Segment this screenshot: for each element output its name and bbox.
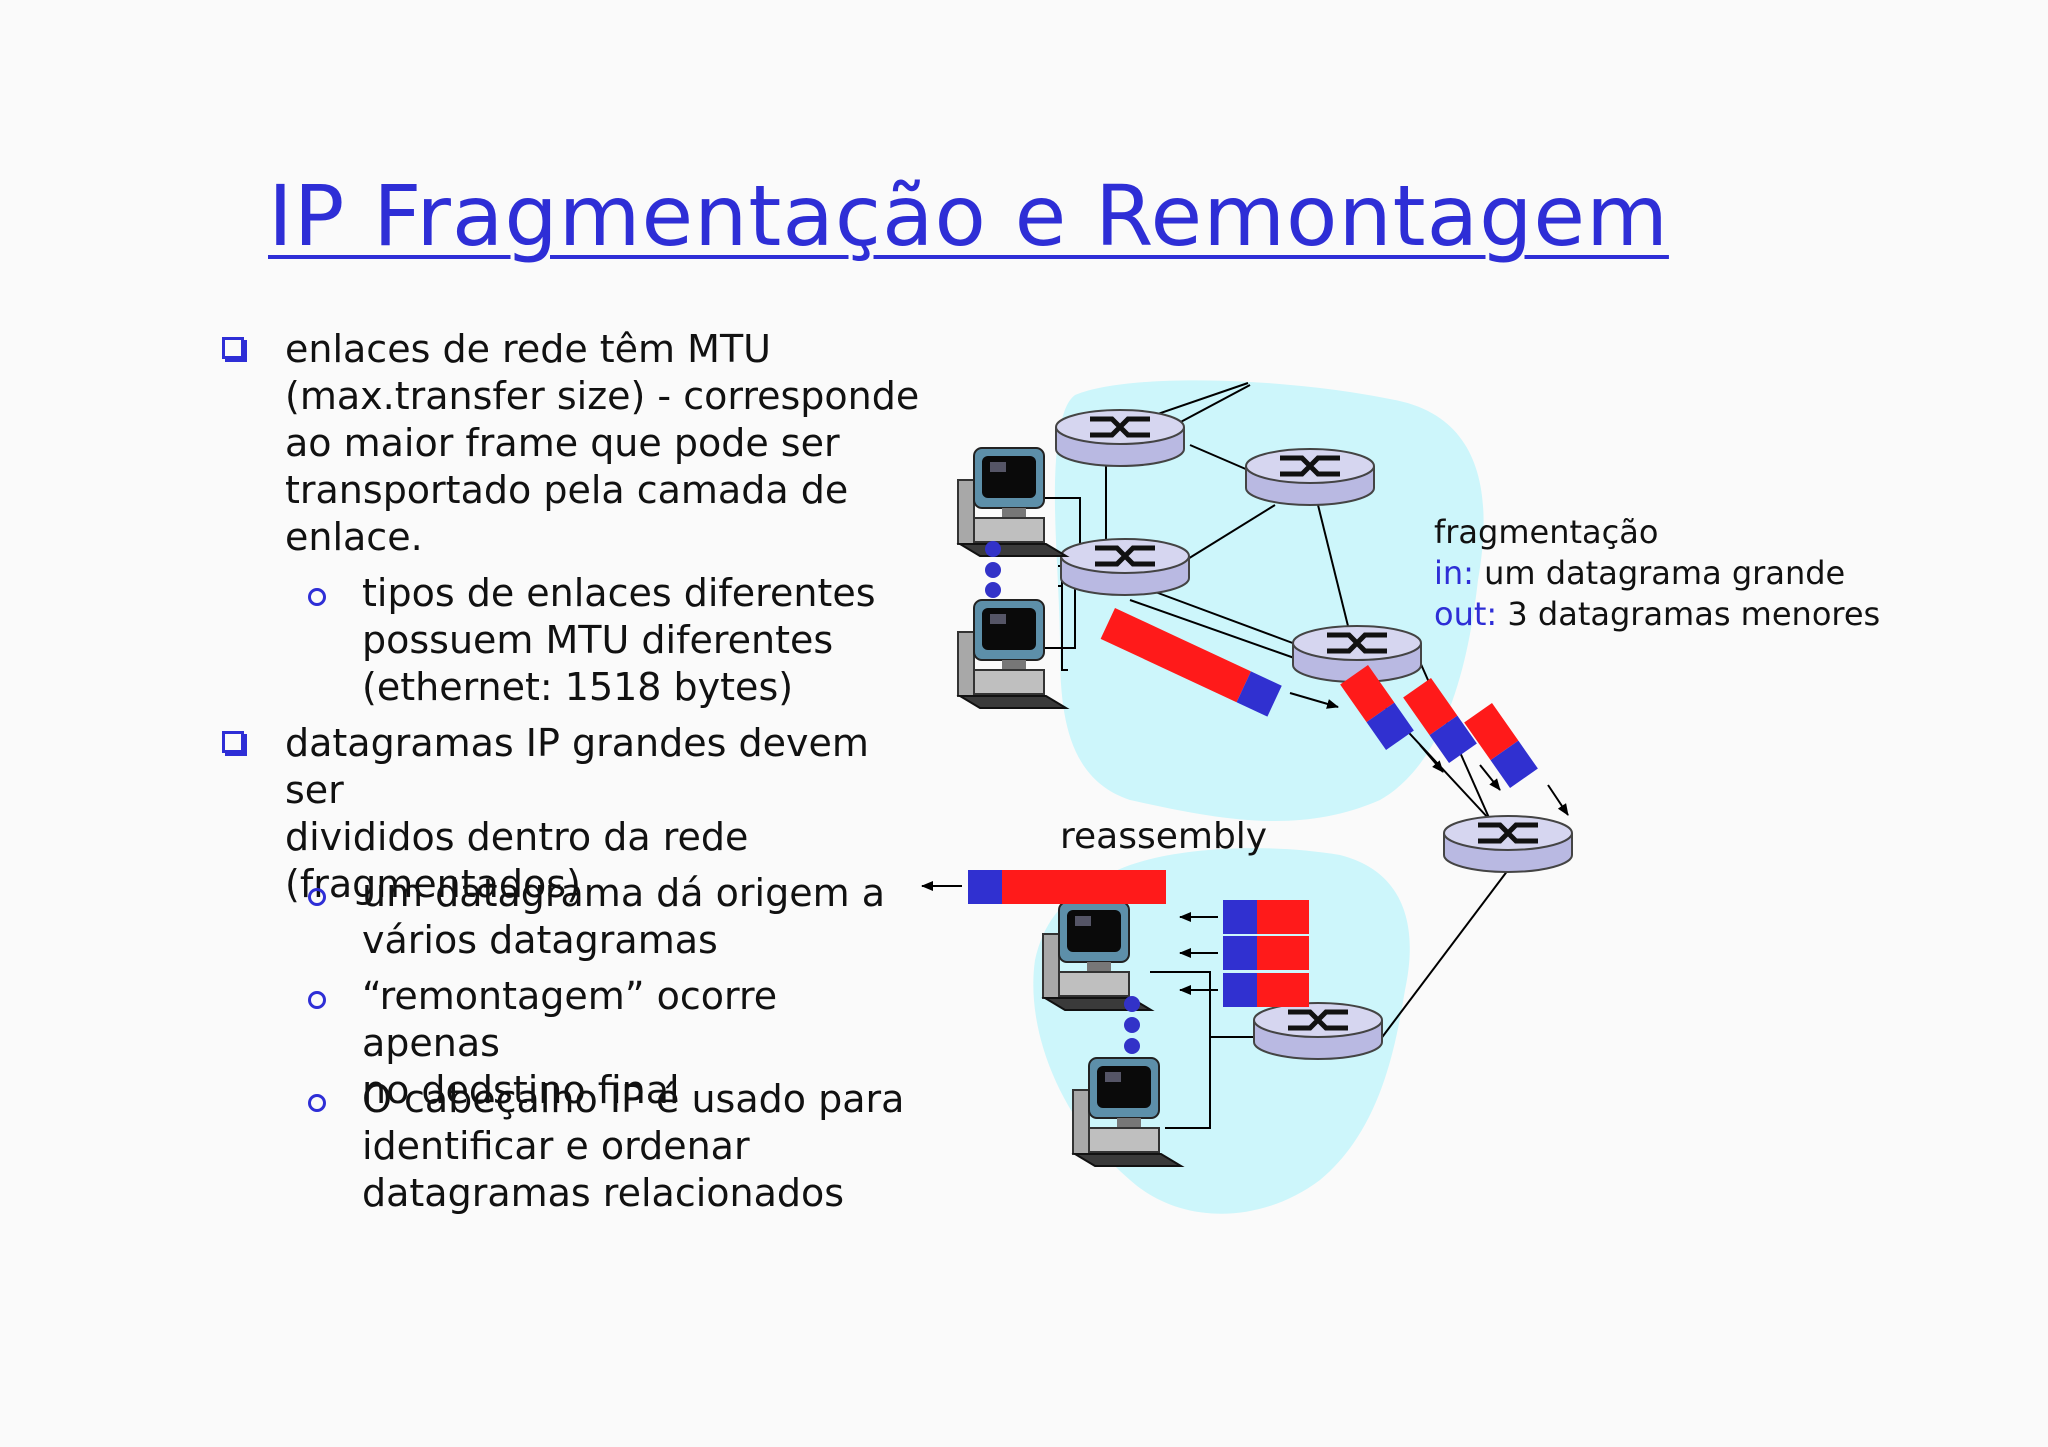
label-out-text: 3 datagramas menores (1497, 595, 1880, 633)
bullet-line: vários datagramas (362, 918, 718, 962)
bullet-square-icon (222, 731, 244, 753)
bullet-line: “remontagem” ocorre apenas (362, 974, 778, 1065)
fragment-datagram (1403, 678, 1477, 764)
arrow-icon (1289, 692, 1339, 709)
bullet-line: no dedstino final (362, 1068, 680, 1112)
label-out: out: 3 datagramas menores (1434, 595, 1880, 633)
sub-bullet-1-1-text: tipos de enlaces diferentes possuem MTU … (362, 570, 922, 711)
label-in-key: in: (1434, 554, 1474, 592)
bullet-line: datagramas relacionados (362, 1171, 845, 1215)
bullet-line: (fragmentados) (285, 862, 581, 906)
bullet-2-text: datagramas IP grandes devem ser dividido… (285, 720, 925, 908)
router-icon (1061, 539, 1189, 595)
arrow-icon (1479, 764, 1501, 791)
sub-bullet-2-3-text: O cabeçalho IP é usado para identificar … (362, 1076, 922, 1217)
received-fragment (1223, 900, 1309, 934)
label-fragmentacao: fragmentação (1434, 513, 1658, 551)
reassembled-datagram (968, 870, 1166, 904)
bullet-line: datagramas IP grandes devem ser (285, 721, 869, 812)
arrow-icon (1547, 784, 1569, 816)
router-icon (1444, 816, 1572, 872)
sub-bullet-circle-icon (308, 1094, 326, 1112)
bullet-line: identificar e ordenar (362, 1124, 750, 1168)
router-icon (1254, 1003, 1382, 1059)
fragment-datagram (1340, 665, 1414, 751)
label-out-key: out: (1434, 595, 1497, 633)
bullet-line: O cabeçalho IP é usado para (362, 1077, 905, 1121)
router-icon (1246, 449, 1374, 505)
bullet-line: transportado pela camada de (285, 468, 849, 512)
bullet-line: ao maior frame que pode ser (285, 421, 840, 465)
received-fragment (1223, 973, 1309, 1007)
fragment-datagram (1464, 703, 1538, 789)
label-in: in: um datagrama grande (1434, 554, 1845, 592)
bullet-1-text: enlaces de rede têm MTU (max.transfer si… (285, 326, 925, 561)
label-in-text: um datagrama grande (1474, 554, 1845, 592)
bullet-line: (ethernet: 1518 bytes) (362, 665, 794, 709)
more-hosts-dots-icon (985, 541, 1140, 1054)
bullet-square-icon (222, 337, 244, 359)
page-title: IP Fragmentação e Remontagem (268, 167, 1669, 265)
label-reassembly: reassembly (1060, 816, 1267, 857)
arrow-icon (1419, 744, 1444, 773)
bullet-line: divididos dentro da rede (285, 815, 749, 859)
bullet-line: um datagrama dá origem a (362, 871, 885, 915)
sub-bullet-circle-icon (308, 888, 326, 906)
router-icon (1056, 410, 1184, 466)
bullet-line: enlaces de rede têm MTU (285, 327, 771, 371)
bullet-line: (max.transfer size) - corresponde (285, 374, 920, 418)
sub-bullet-2-2-text: “remontagem” ocorre apenas no dedstino f… (362, 973, 922, 1114)
sub-bullet-circle-icon (308, 991, 326, 1009)
bullet-line: enlace. (285, 515, 423, 559)
sub-bullet-circle-icon (308, 588, 326, 606)
bullet-line: possuem MTU diferentes (362, 618, 834, 662)
host-computer-icon (957, 447, 1067, 557)
received-fragment (1223, 936, 1309, 970)
bullet-line: tipos de enlaces diferentes (362, 571, 876, 615)
sub-bullet-2-1-text: um datagrama dá origem a vários datagram… (362, 870, 922, 964)
host-computer-icon (957, 599, 1067, 709)
large-datagram (1100, 608, 1282, 717)
